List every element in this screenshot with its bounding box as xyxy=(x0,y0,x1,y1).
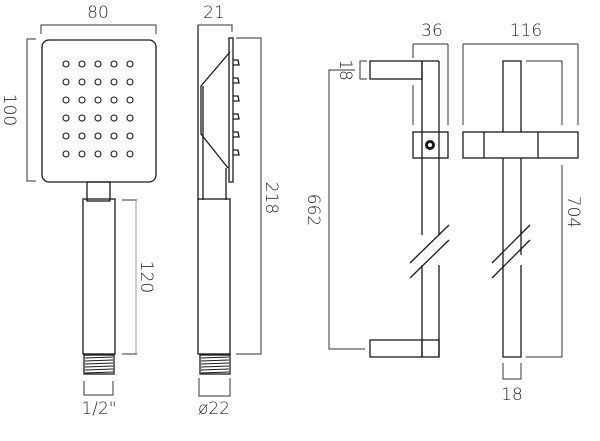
dimension-height: 100 xyxy=(0,38,36,182)
nozzle xyxy=(78,114,86,122)
dimension-handle-length: 120 xyxy=(122,199,156,355)
nozzle xyxy=(126,132,134,140)
nozzle xyxy=(110,60,118,68)
handset-face-plate xyxy=(228,37,234,183)
side-nozzles xyxy=(233,59,240,156)
dimension-total-length: 218 xyxy=(236,37,281,355)
nozzle xyxy=(126,78,134,86)
dimension-slider-width: 116 xyxy=(462,21,579,125)
nozzle xyxy=(110,78,118,86)
dimension-label: 218 xyxy=(261,182,281,214)
nozzle xyxy=(62,150,70,158)
nozzle xyxy=(78,96,86,104)
nozzle xyxy=(62,96,70,104)
handset-front-view: 80 100 120 1/2" xyxy=(0,3,157,419)
dimension-width: 80 xyxy=(40,3,157,34)
rail-front xyxy=(502,60,522,358)
nozzle xyxy=(126,96,134,104)
nozzle xyxy=(126,60,134,68)
nozzle-grid xyxy=(62,60,134,158)
handset-neck xyxy=(86,181,111,202)
rail-side-view: 36 18 662 xyxy=(303,21,455,358)
dimension-diameter: ø22 xyxy=(198,378,231,419)
handset-handle-side xyxy=(197,198,231,355)
nozzle xyxy=(94,60,102,68)
nozzle xyxy=(62,114,70,122)
slider-front xyxy=(462,131,579,159)
dimension-rail-width: 18 xyxy=(501,363,523,405)
nozzle xyxy=(126,114,134,122)
nozzle xyxy=(62,60,70,68)
nozzle xyxy=(110,96,118,104)
side-nozzle xyxy=(233,131,240,138)
nozzle xyxy=(94,150,102,158)
dimension-label: 18 xyxy=(501,385,523,405)
dimension-label: 1/2" xyxy=(81,399,116,419)
dimension-label: 662 xyxy=(303,194,323,226)
nozzle xyxy=(94,132,102,140)
dimension-label: ø22 xyxy=(198,399,230,419)
nozzle xyxy=(110,132,118,140)
dimension-label: 120 xyxy=(136,261,156,293)
nozzle xyxy=(94,114,102,122)
dimension-label: 100 xyxy=(0,94,19,126)
nozzle xyxy=(78,150,86,158)
dimension-label: 704 xyxy=(563,196,583,228)
handset-handle-front xyxy=(82,198,116,355)
bottom-bracket-arm xyxy=(369,339,440,358)
rail-front-view: 116 704 18 xyxy=(462,21,583,405)
dimension-label: 21 xyxy=(203,3,225,23)
side-nozzle xyxy=(233,95,240,102)
dimension-bracket-projection: 36 xyxy=(412,21,449,125)
dimension-depth: 21 xyxy=(197,3,233,34)
dimension-label: 116 xyxy=(510,21,542,41)
nozzle xyxy=(78,78,86,86)
nozzle xyxy=(62,78,70,86)
nozzle xyxy=(110,150,118,158)
side-nozzle xyxy=(233,149,240,156)
nozzle xyxy=(78,132,86,140)
threaded-connector-side xyxy=(199,354,231,375)
nozzle xyxy=(94,96,102,104)
handset-side-view: 21 218 ø22 xyxy=(197,3,281,419)
side-nozzle xyxy=(233,77,240,84)
side-nozzle xyxy=(233,59,240,66)
dimension-label: 36 xyxy=(421,21,443,41)
dimension-overall-length: 662 xyxy=(303,69,365,350)
nozzle xyxy=(78,60,86,68)
nozzle xyxy=(94,78,102,86)
dimension-label: 80 xyxy=(87,3,109,23)
handset-head-side xyxy=(200,51,231,169)
dimension-connector: 1/2" xyxy=(81,381,117,419)
dimension-rail-length: 704 xyxy=(526,60,583,358)
nozzle xyxy=(126,150,134,158)
top-bracket-arm xyxy=(369,60,423,80)
nozzle xyxy=(110,114,118,122)
side-nozzle xyxy=(233,113,240,120)
threaded-connector-front xyxy=(83,354,115,375)
nozzle xyxy=(62,132,70,140)
